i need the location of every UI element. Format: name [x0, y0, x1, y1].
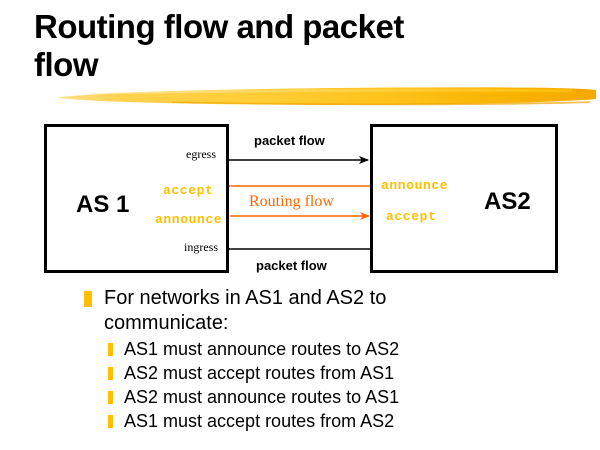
- bullet-text: AS2 must accept routes from AS1: [124, 363, 395, 383]
- bullet-marker-icon: [84, 291, 92, 307]
- list-item: AS1 must accept routes from AS2: [0, 410, 600, 433]
- as2-label: AS2: [484, 188, 531, 215]
- as2-announce-label: announce: [381, 178, 449, 193]
- bullet-text: AS1 must announce routes to AS2: [124, 339, 400, 359]
- bullet-text: AS2 must announce routes to AS1: [124, 387, 400, 407]
- routing-flow-label: Routing flow: [249, 193, 334, 210]
- as2-box: [370, 124, 558, 273]
- bullet-text: AS1 must accept routes from AS2: [124, 411, 395, 431]
- list-item: AS1 must announce routes to AS2: [0, 338, 600, 361]
- ingress-label: ingress: [184, 240, 218, 254]
- as2-accept-label: accept: [386, 209, 437, 224]
- as1-announce-label: announce: [155, 212, 223, 227]
- page-title: Routing flow and packet flow: [34, 8, 404, 83]
- list-item: AS2 must accept routes from AS1: [0, 362, 600, 385]
- bullet-marker-icon: [108, 367, 113, 380]
- list-item: AS2 must announce routes to AS1: [0, 386, 600, 409]
- bullet-marker-icon: [108, 415, 113, 428]
- flow-arrows: [222, 156, 370, 253]
- bullet-list: For networks in AS1 and AS2 to communica…: [0, 286, 600, 434]
- bullet-marker-icon: [108, 343, 113, 356]
- routing-packet-flow-diagram: AS 1 egress ingress accept announce AS2 …: [44, 124, 558, 273]
- bullet-marker-icon: [108, 391, 113, 404]
- as1-box: [44, 124, 229, 273]
- bullet-text: For networks in AS1 and AS2 to communica…: [104, 287, 387, 334]
- list-item: For networks in AS1 and AS2 to communica…: [0, 286, 600, 336]
- as1-accept-label: accept: [163, 183, 214, 198]
- brushstroke-divider-icon: [56, 87, 596, 106]
- packet-flow-bottom-label: packet flow: [256, 258, 327, 273]
- packet-flow-top-label: packet flow: [254, 133, 325, 148]
- as1-label: AS 1: [76, 191, 130, 218]
- egress-label: egress: [186, 147, 216, 161]
